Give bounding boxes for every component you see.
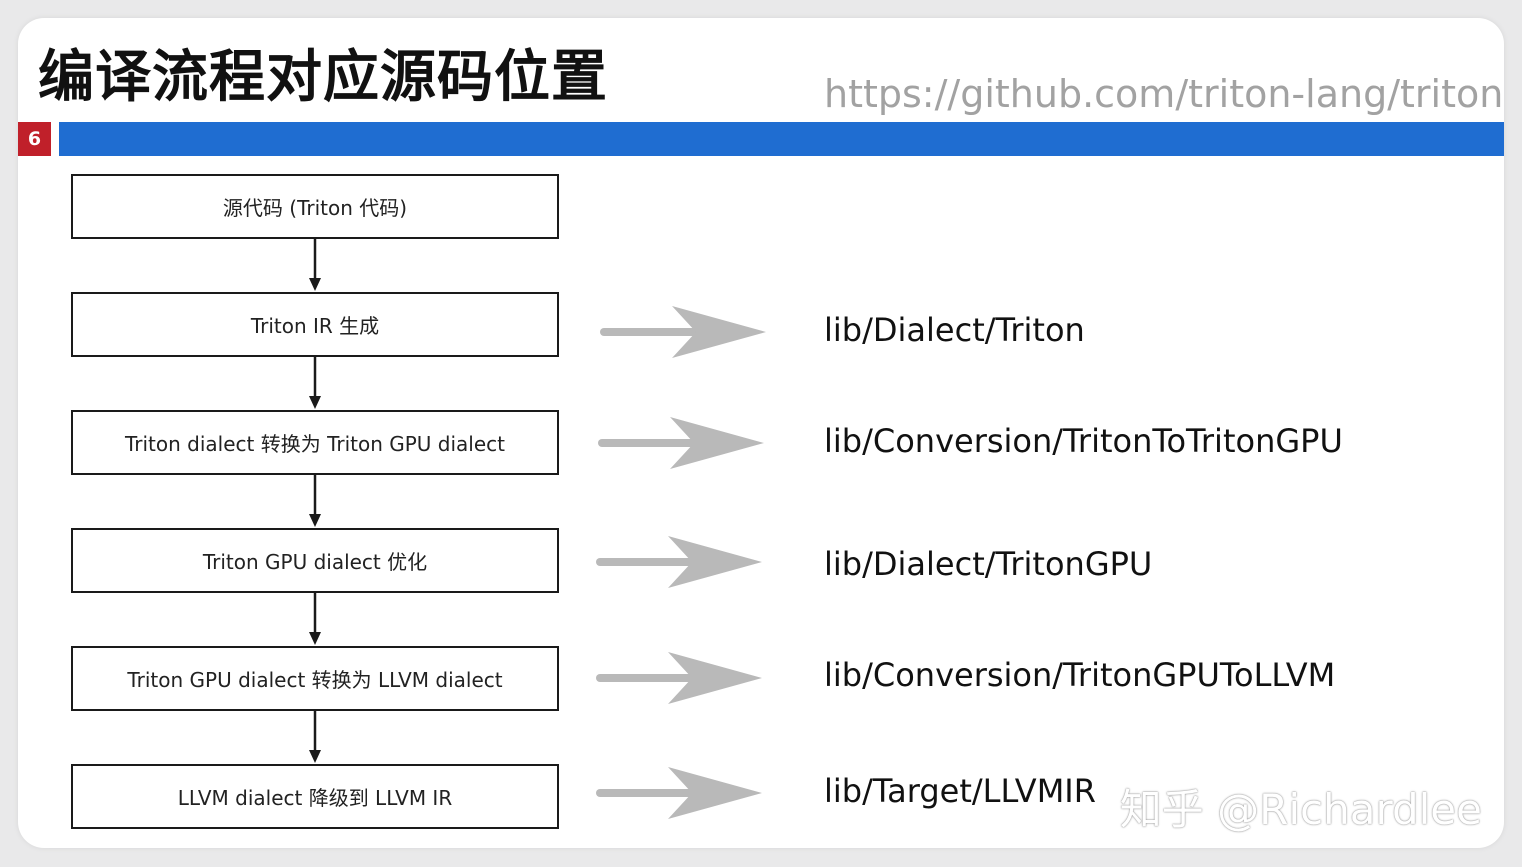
source-path-label: lib/Conversion/TritonToTritonGPU bbox=[824, 422, 1343, 460]
slide-number-badge: 6 bbox=[18, 122, 51, 156]
flow-step-tritongpu-to-llvm: Triton GPU dialect 转换为 LLVM dialect bbox=[71, 646, 559, 711]
right-arrow-icon bbox=[596, 652, 762, 704]
right-arrow-icon bbox=[600, 306, 766, 358]
down-arrow-icon bbox=[309, 474, 321, 527]
flow-step-label: Triton dialect 转换为 Triton GPU dialect bbox=[124, 432, 506, 456]
flow-step-tritongpu-optimize: Triton GPU dialect 优化 bbox=[71, 528, 559, 593]
source-path-label: lib/Target/LLVMIR bbox=[824, 772, 1096, 810]
source-path-label: lib/Dialect/TritonGPU bbox=[824, 545, 1153, 583]
slide: 编译流程对应源码位置 https://github.com/triton-lan… bbox=[18, 18, 1504, 848]
repo-url: https://github.com/triton-lang/triton bbox=[824, 72, 1504, 116]
down-arrow-icon bbox=[309, 356, 321, 409]
right-arrow-icon bbox=[596, 767, 762, 819]
flow-step-label: 源代码 (Triton 代码) bbox=[222, 196, 408, 220]
slide-title: 编译流程对应源码位置 bbox=[38, 45, 608, 110]
right-arrow-icon bbox=[598, 417, 764, 469]
down-arrow-icon bbox=[309, 238, 321, 291]
flow-step-source-code: 源代码 (Triton 代码) bbox=[71, 174, 559, 239]
right-arrow-icon bbox=[596, 536, 762, 588]
down-arrow-icon bbox=[309, 592, 321, 645]
flow-step-llvm-ir: LLVM dialect 降级到 LLVM IR bbox=[71, 764, 559, 829]
flow-step-label: LLVM dialect 降级到 LLVM IR bbox=[177, 786, 453, 810]
source-path-label: lib/Conversion/TritonGPUToLLVM bbox=[824, 656, 1336, 694]
flow-step-label: Triton GPU dialect 优化 bbox=[202, 550, 428, 574]
flow-step-triton-ir: Triton IR 生成 bbox=[71, 292, 559, 357]
flow-step-label: Triton GPU dialect 转换为 LLVM dialect bbox=[127, 668, 503, 692]
source-path-label: lib/Dialect/Triton bbox=[824, 311, 1085, 349]
flow-step-label: Triton IR 生成 bbox=[250, 314, 380, 338]
down-arrow-icon bbox=[309, 710, 321, 763]
watermark-text: 知乎 @Richardlee bbox=[1119, 785, 1482, 834]
header-divider-bar bbox=[59, 122, 1504, 156]
flow-step-triton-to-tritongpu: Triton dialect 转换为 Triton GPU dialect bbox=[71, 410, 559, 475]
